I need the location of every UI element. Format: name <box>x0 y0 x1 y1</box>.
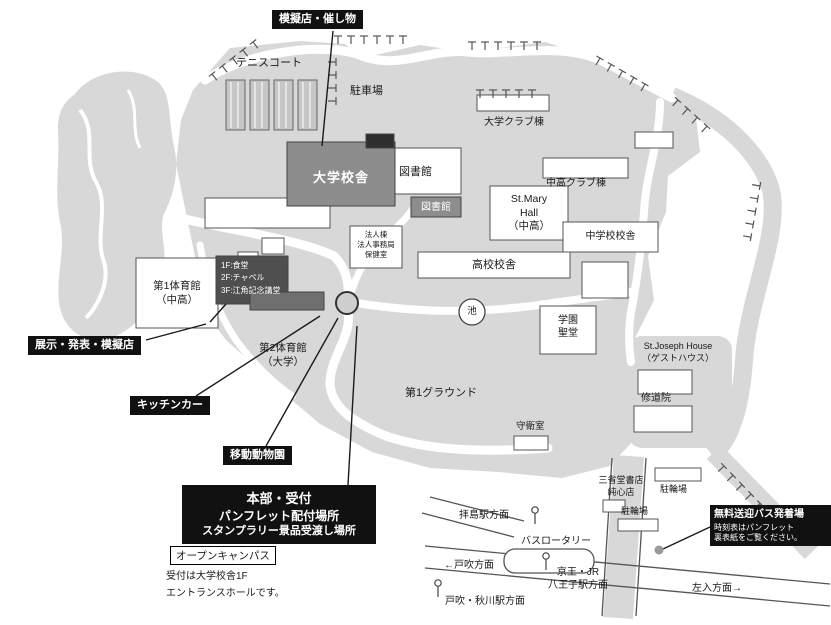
direction-sanyu: 左入方面→ <box>692 583 742 594</box>
callout-kitchen-car: キッチンカー <box>130 396 210 416</box>
callout-shuttle-bus: 無料送迎バス発着場 時刻表はパンフレット 裏表紙をご覧ください。 <box>710 505 831 547</box>
st-mary-line3: （中高） <box>508 220 550 233</box>
bookstore-line1: 三省堂書店 <box>598 475 644 485</box>
guard-building <box>513 435 549 451</box>
tennis-courts <box>225 79 318 131</box>
hq-line1: 本部・受付 <box>246 491 312 506</box>
shuttle-note2: 裏表紙をご覧ください。 <box>714 532 802 542</box>
high-school-label: 高校校舎 <box>472 259 516 271</box>
bookstore-building <box>602 499 626 513</box>
parking-label: 駐車場 <box>350 85 383 97</box>
bookstore-line2: 純心店 <box>607 486 635 497</box>
jr-high-building <box>562 221 659 253</box>
univ-main-label: 大学校舎 <box>312 170 369 185</box>
st-mary-line1: St.Mary <box>510 193 548 205</box>
st-joseph-building <box>637 369 693 395</box>
bus-rotary-outline <box>503 548 595 574</box>
corporate-line1: 法人棟 <box>364 230 388 239</box>
shuttle-stop-dot <box>654 545 664 555</box>
gym1-line1: 第1体育館 <box>153 280 201 292</box>
floors-line3: 3F:江角記念講堂 <box>221 285 281 295</box>
st-mary-label: St.Mary Hall （中高） <box>492 193 566 234</box>
direction-tobuki: ←戸吹方面 <box>444 560 494 571</box>
reception-line1: 受付は大学校舎1F <box>166 571 248 582</box>
st-joseph-line1: St.Joseph House <box>643 341 713 351</box>
hq-line3: スタンプラリー景品受渡し場所 <box>202 524 356 537</box>
gym1-line2: （中高） <box>156 293 198 306</box>
univ-club-label: 大学クラブ棟 <box>484 117 544 128</box>
corporate-building <box>349 225 403 269</box>
univ-main-building <box>286 141 396 207</box>
library-building <box>392 147 462 195</box>
tennis-court-label: テニスコート <box>236 57 302 69</box>
library-upper-label: 図書館 <box>399 166 432 178</box>
buildings-dark <box>215 133 462 311</box>
shuttle-title: 無料送迎バス発着場 <box>714 509 804 520</box>
direction-keio-jr: 京王・JR 八王子駅方面 <box>536 566 620 592</box>
cathedral-line1: 学園 <box>558 315 578 326</box>
st-mary-building <box>489 185 569 241</box>
city-streets <box>421 457 831 617</box>
chapel-floors-label: 1F:食堂 2F:チャペル 3F:江角記念講堂 <box>221 260 281 297</box>
leader-lines <box>145 30 711 550</box>
open-campus-badge: オープンキャンパス <box>170 546 276 565</box>
hill-trails <box>78 89 142 320</box>
callout-mock-shops: 模擬店・催し物 <box>272 10 363 30</box>
jr-sr-club-building <box>542 157 629 179</box>
bus-rotary-label: バスロータリー <box>521 536 591 547</box>
gym2-building <box>249 291 325 311</box>
callout-mobile-zoo: 移動動物園 <box>223 446 292 466</box>
st-mary-line2: Hall <box>519 206 539 219</box>
jr-high-label: 中学校校舎 <box>585 231 636 242</box>
buildings-light <box>135 94 702 532</box>
hq-line2: パンフレット配付場所 <box>218 508 340 523</box>
keio-jr-line1: 京王・JR <box>556 567 600 578</box>
gym2-label: 第2体育館 （大学） <box>240 342 326 369</box>
gym2-line1: 第2体育館 <box>259 342 307 354</box>
bus-stop-icon <box>434 579 442 598</box>
bus-stop-icon <box>531 506 539 525</box>
univ-club-building <box>476 94 550 112</box>
east-perimeter-road <box>668 87 782 463</box>
corporate-label: 法人棟 法人事務局 保健室 <box>351 230 401 260</box>
ground1-label: 第1グラウンド <box>405 387 478 399</box>
callout-exhibition: 展示・発表・模擬店 <box>28 336 141 356</box>
corporate-line3: 保健室 <box>364 250 388 260</box>
callout-hq-reception: 本部・受付 パンフレット配付場所 スタンプラリー景品受渡し場所 <box>182 485 376 545</box>
cathedral-label: 学園 聖堂 <box>542 314 594 340</box>
high-school-building <box>417 251 571 279</box>
gym2-line2: （大学） <box>262 355 304 368</box>
bicycle1-building <box>654 467 702 482</box>
direction-haijima: 拝島駅方面 <box>459 510 509 521</box>
monastery-label: 修道院 <box>641 393 671 404</box>
monastery-building <box>633 405 693 433</box>
floors-line1: 1F:食堂 <box>221 261 249 270</box>
gym1-label: 第1体育館 （中高） <box>136 280 218 307</box>
cathedral-building <box>539 305 597 355</box>
bicycle-parking2-label: 駐輪場 <box>621 506 649 516</box>
pond-shape <box>458 298 486 326</box>
st-joseph-line2: （ゲストハウス） <box>641 352 714 363</box>
floors-line2: 2F:チャペル <box>221 273 265 283</box>
direction-tobuki-akigawa: 戸吹・秋川駅方面 <box>445 596 525 607</box>
keio-jr-line2: 八王子駅方面 <box>548 580 608 591</box>
reception-line2: エントランスホールです。 <box>166 588 285 599</box>
bicycle2-building <box>617 518 659 532</box>
guard-room-label: 守衛室 <box>516 421 545 432</box>
pond-label: 池 <box>467 306 477 317</box>
bookstore-label: 三省堂書店 純心店 <box>588 475 654 498</box>
south-exit-road <box>603 454 644 620</box>
library-lower-building <box>410 196 462 218</box>
bicycle-parking1-label: 駐輪場 <box>660 484 688 494</box>
reception-note: 受付は大学校舎1F エントランスホールです。 <box>166 568 285 602</box>
central-plaza <box>335 291 359 315</box>
corporate-line2: 法人事務局 <box>357 240 395 250</box>
jr-sr-club-label: 中高クラブ棟 <box>546 178 606 189</box>
st-joseph-label: St.Joseph House （ゲストハウス） <box>630 341 726 364</box>
library-lower-label: 図書館 <box>421 202 451 213</box>
cathedral-line2: 聖堂 <box>558 328 578 339</box>
shuttle-note1: 時刻表はパンフレット <box>714 523 795 532</box>
